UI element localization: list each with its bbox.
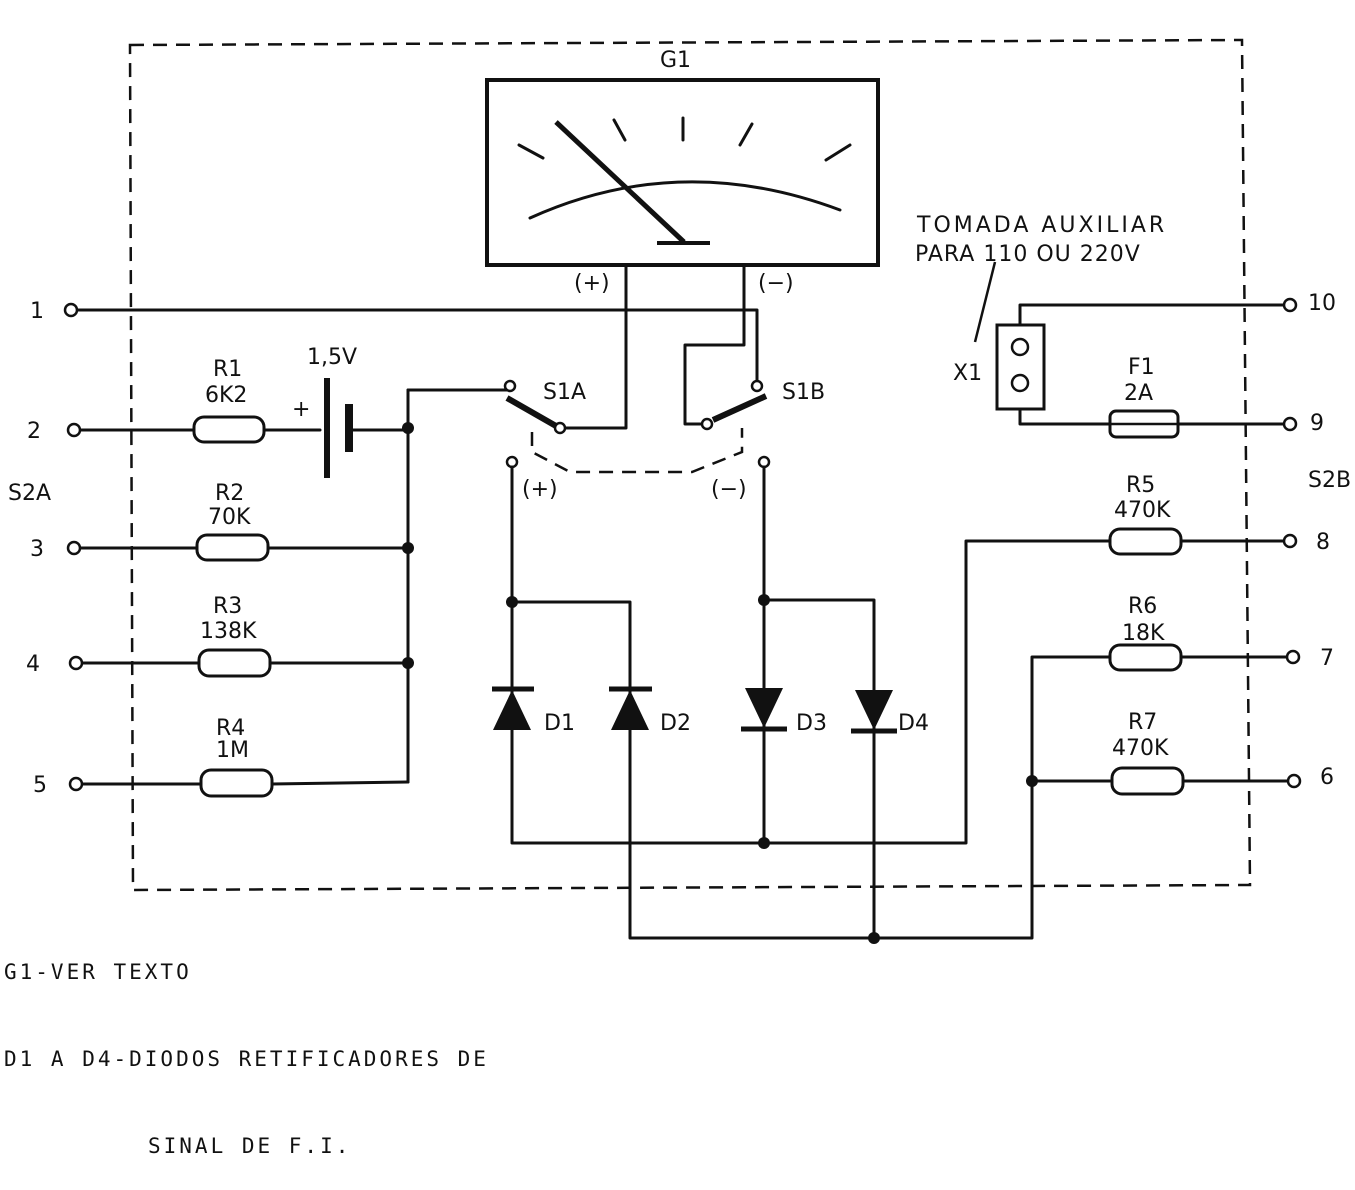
terminal-4 [68, 655, 84, 671]
diode-d3-label: D3 [796, 711, 827, 736]
r5-ref: R5 [1126, 473, 1155, 498]
r2-value: 70K [208, 505, 251, 530]
fuse-value: 2A [1124, 381, 1153, 406]
diode-d4 [851, 690, 897, 734]
note-line-3: SINAL DE F.I. [148, 1134, 352, 1158]
r6-ref: R6 [1128, 594, 1157, 619]
meter-plus-label: (+) [574, 271, 610, 296]
resistor-r7 [1110, 766, 1185, 796]
r3-ref: R3 [213, 594, 242, 619]
socket-x1-label: X1 [953, 361, 982, 386]
switch-pos-plus: (+) [522, 477, 558, 502]
terminal-4-label: 4 [26, 652, 40, 677]
battery-plus: + [292, 397, 310, 422]
r4-value: 1M [216, 738, 249, 763]
terminal-10 [1282, 297, 1298, 313]
enclosure-outline [128, 38, 1252, 892]
socket-x1 [995, 323, 1046, 411]
switch-s2b-label: S2B [1308, 468, 1351, 493]
diode-d4-label: D4 [898, 711, 929, 736]
terminal-6 [1286, 773, 1302, 789]
r6-value: 18K [1122, 621, 1165, 646]
switch-s2a-label: S2A [8, 481, 51, 506]
socket-note-line2: PARA 110 OU 220V [915, 242, 1141, 267]
resistor-r4 [199, 768, 274, 798]
diode-d1-label: D1 [544, 711, 575, 736]
terminal-7 [1285, 649, 1301, 665]
battery-label: 1,5V [307, 345, 357, 370]
switch-s1a-label: S1A [543, 380, 586, 405]
meter-g1 [485, 78, 880, 267]
terminal-8 [1282, 533, 1298, 549]
terminal-6-label: 6 [1320, 765, 1334, 790]
diode-d2-label: D2 [660, 711, 691, 736]
switch-s1a [503, 379, 567, 469]
meter-minus-label: (−) [758, 271, 794, 296]
terminal-9 [1282, 416, 1298, 432]
terminal-1-label: 1 [30, 299, 44, 324]
r7-value: 470K [1112, 736, 1169, 761]
diagram-notes: G1-VER TEXTO D1 A D4-DIODOS RETIFICADORE… [4, 900, 489, 1190]
socket-note-line1: TOMADA AUXILIAR [916, 213, 1167, 238]
r3-value: 138K [200, 619, 257, 644]
meter-needle [554, 120, 686, 244]
switch-s1b-label: S1B [782, 380, 825, 405]
resistor-r3 [197, 648, 272, 678]
terminal-10-label: 10 [1308, 291, 1336, 316]
switch-linkage [530, 428, 744, 474]
resistor-r2 [195, 533, 270, 562]
r7-ref: R7 [1128, 710, 1157, 735]
terminal-7-label: 7 [1320, 646, 1334, 671]
resistor-r6 [1108, 643, 1183, 672]
terminal-2-label: 2 [27, 419, 41, 444]
meter-label: G1 [660, 48, 691, 73]
terminal-5 [68, 776, 84, 792]
r5-value: 470K [1114, 498, 1171, 523]
r4-ref: R4 [216, 716, 245, 741]
fuse-ref: F1 [1128, 355, 1155, 380]
terminal-8-label: 8 [1316, 530, 1330, 555]
r1-value: 6K2 [205, 383, 247, 408]
schematic-diagram: G1 (+) (−) 1,5V + R1 6K2 R2 70K R3 138K … [8, 38, 1351, 944]
terminal-5-label: 5 [33, 773, 47, 798]
diode-d3 [741, 688, 787, 732]
terminal-2 [66, 422, 82, 438]
switch-s1b [700, 379, 771, 469]
terminal-3 [66, 540, 82, 556]
note-line-1: G1-VER TEXTO [4, 960, 192, 984]
note-line-2: D1 A D4-DIODOS RETIFICADORES DE [4, 1047, 489, 1071]
resistor-r1 [192, 415, 266, 444]
diode-d2 [609, 686, 652, 730]
terminal-9-label: 9 [1310, 411, 1324, 436]
terminal-1 [63, 302, 79, 318]
diode-d1 [492, 686, 534, 730]
switch-pos-minus: (−) [711, 477, 747, 502]
r1-ref: R1 [213, 357, 242, 382]
resistor-r5 [1108, 527, 1183, 556]
r2-ref: R2 [215, 481, 244, 506]
terminal-3-label: 3 [30, 537, 44, 562]
battery [324, 378, 353, 478]
